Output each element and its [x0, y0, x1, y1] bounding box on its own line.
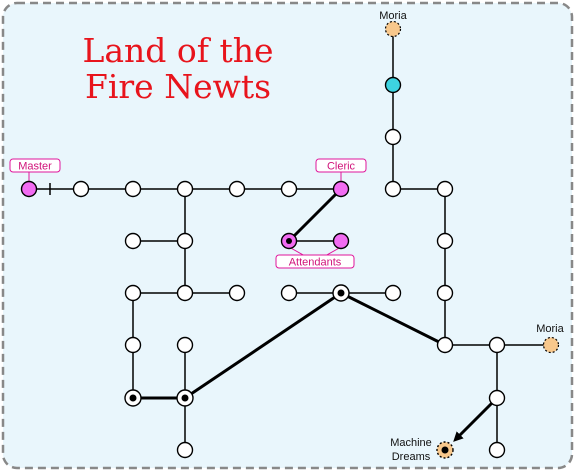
- cleric-node[interactable]: [332, 180, 350, 198]
- exit-node-moria-top[interactable]: [384, 20, 402, 38]
- room-node[interactable]: [176, 180, 194, 198]
- room-node[interactable]: [124, 336, 142, 354]
- room-node[interactable]: [384, 180, 402, 198]
- room-node[interactable]: [124, 284, 142, 302]
- room-node[interactable]: [436, 180, 454, 198]
- room-node[interactable]: [436, 232, 454, 250]
- room-node[interactable]: [436, 284, 454, 302]
- attendant-node[interactable]: [332, 232, 350, 250]
- room-node[interactable]: [176, 336, 194, 354]
- exit-nodes: [384, 20, 560, 459]
- room-node[interactable]: [228, 284, 246, 302]
- room-node[interactable]: [488, 441, 506, 459]
- label-cleric-box: Cleric: [315, 158, 367, 173]
- label-cleric: Cleric: [327, 161, 356, 173]
- room-node[interactable]: [176, 232, 194, 250]
- label-moria-right: Moria: [536, 323, 564, 335]
- special-nodes: [20, 76, 402, 250]
- label-master: Master: [18, 161, 52, 173]
- room-node[interactable]: [124, 180, 142, 198]
- room-node[interactable]: [488, 336, 506, 354]
- map-title-line2: Fire Newts: [85, 67, 271, 106]
- ringed-nodes: [124, 284, 350, 407]
- room-nodes: [72, 128, 506, 459]
- label-master-box: Master: [9, 158, 61, 173]
- label-moria-top: Moria: [379, 10, 407, 22]
- edges: [28, 29, 551, 450]
- room-node[interactable]: [436, 336, 454, 354]
- label-machine-dreams-line1: Machine: [390, 437, 432, 449]
- room-node[interactable]: [384, 128, 402, 146]
- room-node[interactable]: [280, 284, 298, 302]
- map-title-line1: Land of the: [82, 31, 273, 70]
- room-node[interactable]: [124, 232, 142, 250]
- room-node[interactable]: [280, 180, 298, 198]
- cyan-node[interactable]: [384, 76, 402, 94]
- master-node[interactable]: [20, 180, 38, 198]
- exit-node-moria-right[interactable]: [542, 336, 560, 354]
- room-node[interactable]: [488, 389, 506, 407]
- label-attendants-box: Attendants: [275, 254, 355, 269]
- room-node[interactable]: [72, 180, 90, 198]
- label-attendants: Attendants: [289, 257, 342, 269]
- room-node[interactable]: [228, 180, 246, 198]
- room-node[interactable]: [176, 441, 194, 459]
- room-node[interactable]: [384, 284, 402, 302]
- room-node[interactable]: [176, 284, 194, 302]
- label-machine-dreams-line2: Dreams: [392, 451, 431, 463]
